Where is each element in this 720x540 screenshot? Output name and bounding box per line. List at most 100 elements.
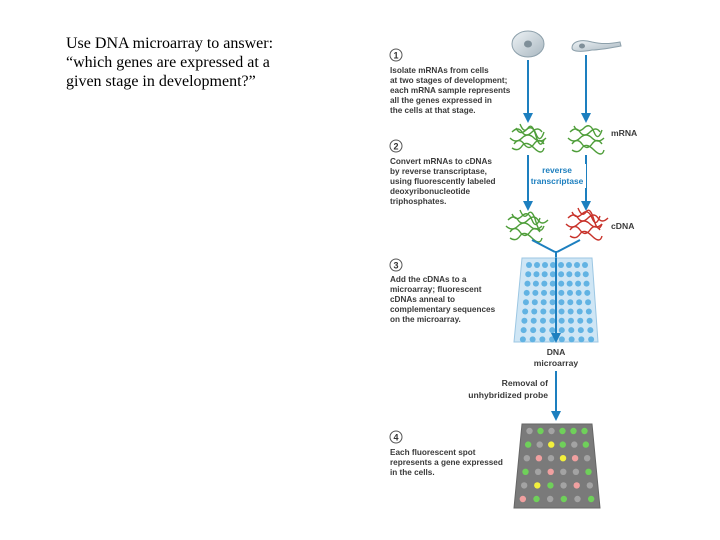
question-line: given stage in development?”	[66, 73, 256, 90]
question-line: Use DNA microarray to answer:	[66, 35, 274, 52]
result-spot-gray	[526, 427, 533, 435]
result-spot-green	[524, 441, 532, 448]
result-spot-red	[547, 468, 554, 475]
microarray-spot	[585, 299, 592, 306]
microarray-spot	[558, 317, 565, 324]
svg-text:triphosphates.: triphosphates.	[390, 197, 446, 206]
svg-text:using fluorescently labeled: using fluorescently labeled	[390, 177, 496, 186]
microarray-spot	[566, 289, 573, 296]
result-spot-gray	[583, 455, 591, 462]
microarray-spot	[576, 299, 583, 306]
microarray-spot	[549, 280, 556, 287]
dna-microarray-label: DNA	[547, 347, 566, 357]
microarray-spot	[576, 308, 583, 315]
microarray-spot	[519, 336, 526, 343]
svg-text:deoxyribonucleotide: deoxyribonucleotide	[390, 187, 471, 196]
microarray-spot	[530, 317, 537, 324]
microarray-spot	[520, 327, 527, 334]
microarray-spot	[587, 327, 594, 334]
result-spot-gray	[560, 482, 567, 489]
result-spot-green	[537, 427, 544, 435]
microarray-spot	[549, 289, 556, 296]
microarray-spot	[532, 280, 539, 287]
microarray-spot	[566, 262, 572, 268]
microarray-spot	[582, 271, 589, 278]
svg-text:2: 2	[393, 142, 398, 152]
removal-label: Removal of	[502, 378, 548, 388]
result-spot-gray	[534, 468, 542, 475]
result-spot-gray	[574, 495, 581, 503]
cdna-strands-green-icon	[505, 209, 549, 243]
result-spot-gray	[571, 441, 578, 448]
microarray-spot	[532, 289, 539, 296]
result-spot-gray	[523, 455, 531, 462]
microarray-spot	[549, 308, 556, 315]
microarray-spot	[529, 336, 536, 343]
step-3-number: 3	[389, 258, 403, 272]
step-4-number: 4	[389, 430, 403, 444]
step-2-number: 2	[389, 139, 403, 153]
svg-text:4: 4	[393, 433, 398, 443]
svg-text:each mRNA sample represents: each mRNA sample represents	[390, 86, 511, 95]
microarray-spot	[575, 280, 582, 287]
result-spot-gray	[546, 495, 554, 503]
microarray-spot	[558, 308, 565, 315]
result-spot-gray	[572, 468, 580, 475]
microarray-spot	[540, 308, 547, 315]
microarray-spot	[533, 271, 540, 278]
result-spot-green	[570, 427, 577, 435]
microarray-spot	[568, 327, 575, 334]
microarray-spot	[549, 299, 556, 306]
removal-label: unhybridized probe	[468, 390, 548, 400]
result-spot-gray	[547, 455, 555, 462]
microarray-spot	[531, 308, 538, 315]
microarray-spot	[558, 327, 565, 334]
mrna-strands-left-icon	[509, 123, 547, 153]
cdna-strands-red-icon	[565, 207, 609, 241]
microarray-spot	[567, 317, 574, 324]
microarray-spot	[541, 271, 548, 278]
svg-text:complementary sequences: complementary sequences	[390, 305, 496, 314]
result-spot-green	[559, 427, 566, 435]
result-spot-red	[535, 455, 543, 462]
svg-text:in the cells.: in the cells.	[390, 468, 435, 477]
microarray-spot	[574, 262, 580, 268]
result-spot-green	[585, 468, 592, 475]
merge-line-left	[531, 239, 556, 253]
microarray-spot	[566, 271, 573, 278]
svg-text:Convert mRNAs to cDNAs: Convert mRNAs to cDNAs	[390, 157, 492, 166]
result-spot-green	[522, 468, 529, 475]
microarray-spot	[524, 280, 531, 287]
step-2-text: Convert mRNAs to cDNAs by reverse transc…	[390, 157, 496, 206]
microarray-spot	[523, 289, 530, 296]
result-spot-red	[571, 455, 579, 462]
microarray-spot	[567, 308, 574, 315]
microarray-spot	[531, 299, 538, 306]
result-spot-gray	[520, 482, 528, 489]
microarray-spot	[549, 336, 556, 343]
microarray-spot	[549, 271, 556, 278]
svg-text:Add the cDNAs to a: Add the cDNAs to a	[390, 275, 467, 284]
microarray-spot	[539, 327, 546, 334]
dna-microarray-label: microarray	[534, 358, 579, 368]
microarray-spot	[558, 336, 565, 343]
microarray-spot	[586, 317, 593, 324]
microarray-spot	[525, 271, 532, 278]
microarray-spot	[540, 299, 547, 306]
cell-stage-2-icon	[571, 40, 622, 52]
question-line: “which genes are expressed at a	[66, 54, 270, 71]
microarray-spot	[582, 262, 588, 268]
microarray-spot	[540, 317, 547, 324]
merge-line-right	[556, 239, 581, 253]
microarray-spot	[549, 317, 556, 324]
step-1-number: 1	[389, 48, 403, 62]
microarray-spot	[558, 262, 564, 268]
result-spot-yellow	[548, 441, 555, 448]
microarray-spot	[530, 327, 537, 334]
microarray-spot	[522, 299, 529, 306]
result-spot-gray	[560, 468, 567, 475]
microarray-spot	[566, 280, 573, 287]
microarray-spot	[583, 280, 590, 287]
result-spot-yellow	[559, 455, 567, 462]
svg-text:represents a gene expressed: represents a gene expressed	[390, 458, 503, 467]
